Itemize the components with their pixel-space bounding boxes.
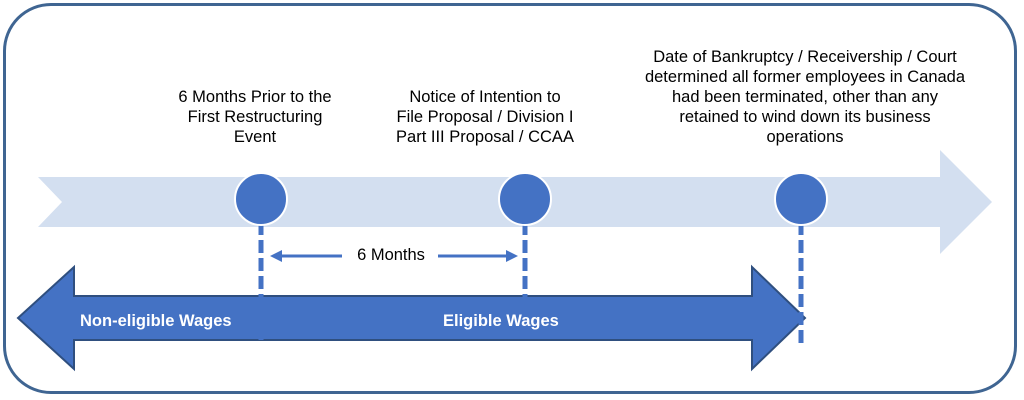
eligible-wages-label: Eligible Wages — [443, 312, 559, 330]
milestone-2-dot — [498, 172, 552, 226]
non-eligible-wages-label: Non-eligible Wages — [80, 312, 232, 330]
wage-band-arrow — [16, 264, 807, 372]
interval-arrowhead-right — [506, 250, 518, 262]
interval-label: 6 Months — [357, 246, 425, 264]
interval-arrowhead-left — [270, 250, 282, 262]
milestone-3-label: Date of Bankruptcy / Receivership / Cour… — [644, 48, 966, 146]
milestone-3-dot — [774, 172, 828, 226]
milestone-1-label: 6 Months Prior to the First Restructurin… — [178, 88, 332, 146]
milestone-1-dot — [234, 172, 288, 226]
milestone-2-label: Notice of Intention to File Proposal / D… — [396, 88, 574, 146]
